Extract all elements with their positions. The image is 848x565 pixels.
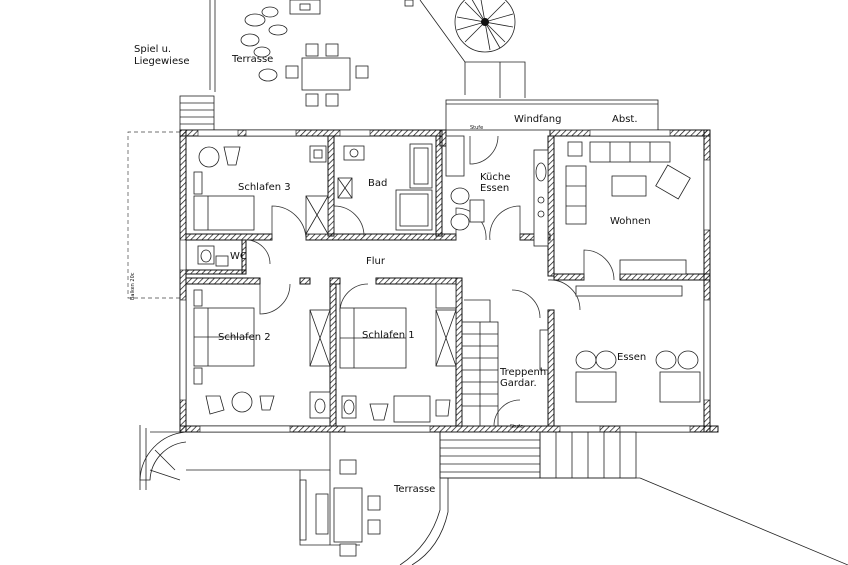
- wc-label: WC: [230, 251, 247, 262]
- stufe-top-label: Stufe: [470, 125, 483, 131]
- essen-label: Essen: [617, 352, 646, 363]
- schlafen2-label: Schlafen 2: [218, 332, 271, 343]
- abst-label: Abst.: [612, 114, 638, 125]
- tree-icon: [454, 0, 516, 53]
- room-labels: Spiel u.Liegewiese Terrasse Windfang Abs…: [134, 44, 651, 495]
- garden-area: Balken 20c: [127, 0, 526, 300]
- schlafen3-label: Schlafen 3: [238, 182, 291, 193]
- stufe-bottom-label: Stufe: [510, 424, 523, 430]
- terrasse-bottom-label: Terrasse: [393, 484, 435, 495]
- wc-furniture: [197, 245, 229, 267]
- windfang-label: Windfang: [514, 114, 561, 125]
- schlafen2-furniture: [193, 289, 331, 419]
- schlafen1-label: Schlafen 1: [362, 330, 415, 341]
- schlafen3-furniture: [193, 145, 329, 235]
- flur-label: Flur: [366, 256, 386, 267]
- terrace-top-furniture: [240, 0, 369, 107]
- staircase: [461, 299, 549, 427]
- terrace-bottom: [139, 425, 848, 565]
- kueche-furniture: [445, 135, 549, 247]
- bad-label: Bad: [368, 178, 387, 189]
- schlafen1-furniture: [339, 283, 457, 423]
- wohnen-furniture: [565, 141, 691, 275]
- outer-walls: [179, 99, 719, 433]
- essen-furniture: [575, 285, 701, 403]
- interior-walls: [185, 135, 711, 427]
- terrasse-top-label: Terrasse: [231, 54, 273, 65]
- spiel-liegewiese-label: Spiel u.Liegewiese: [134, 44, 189, 67]
- bad-furniture: [337, 143, 433, 231]
- entry-steps-left: [179, 95, 215, 131]
- wohnen-label: Wohnen: [610, 216, 651, 227]
- side-note-label: Balken 20c: [130, 272, 136, 300]
- treppenh-label: Treppenh.Gardar.: [499, 367, 549, 389]
